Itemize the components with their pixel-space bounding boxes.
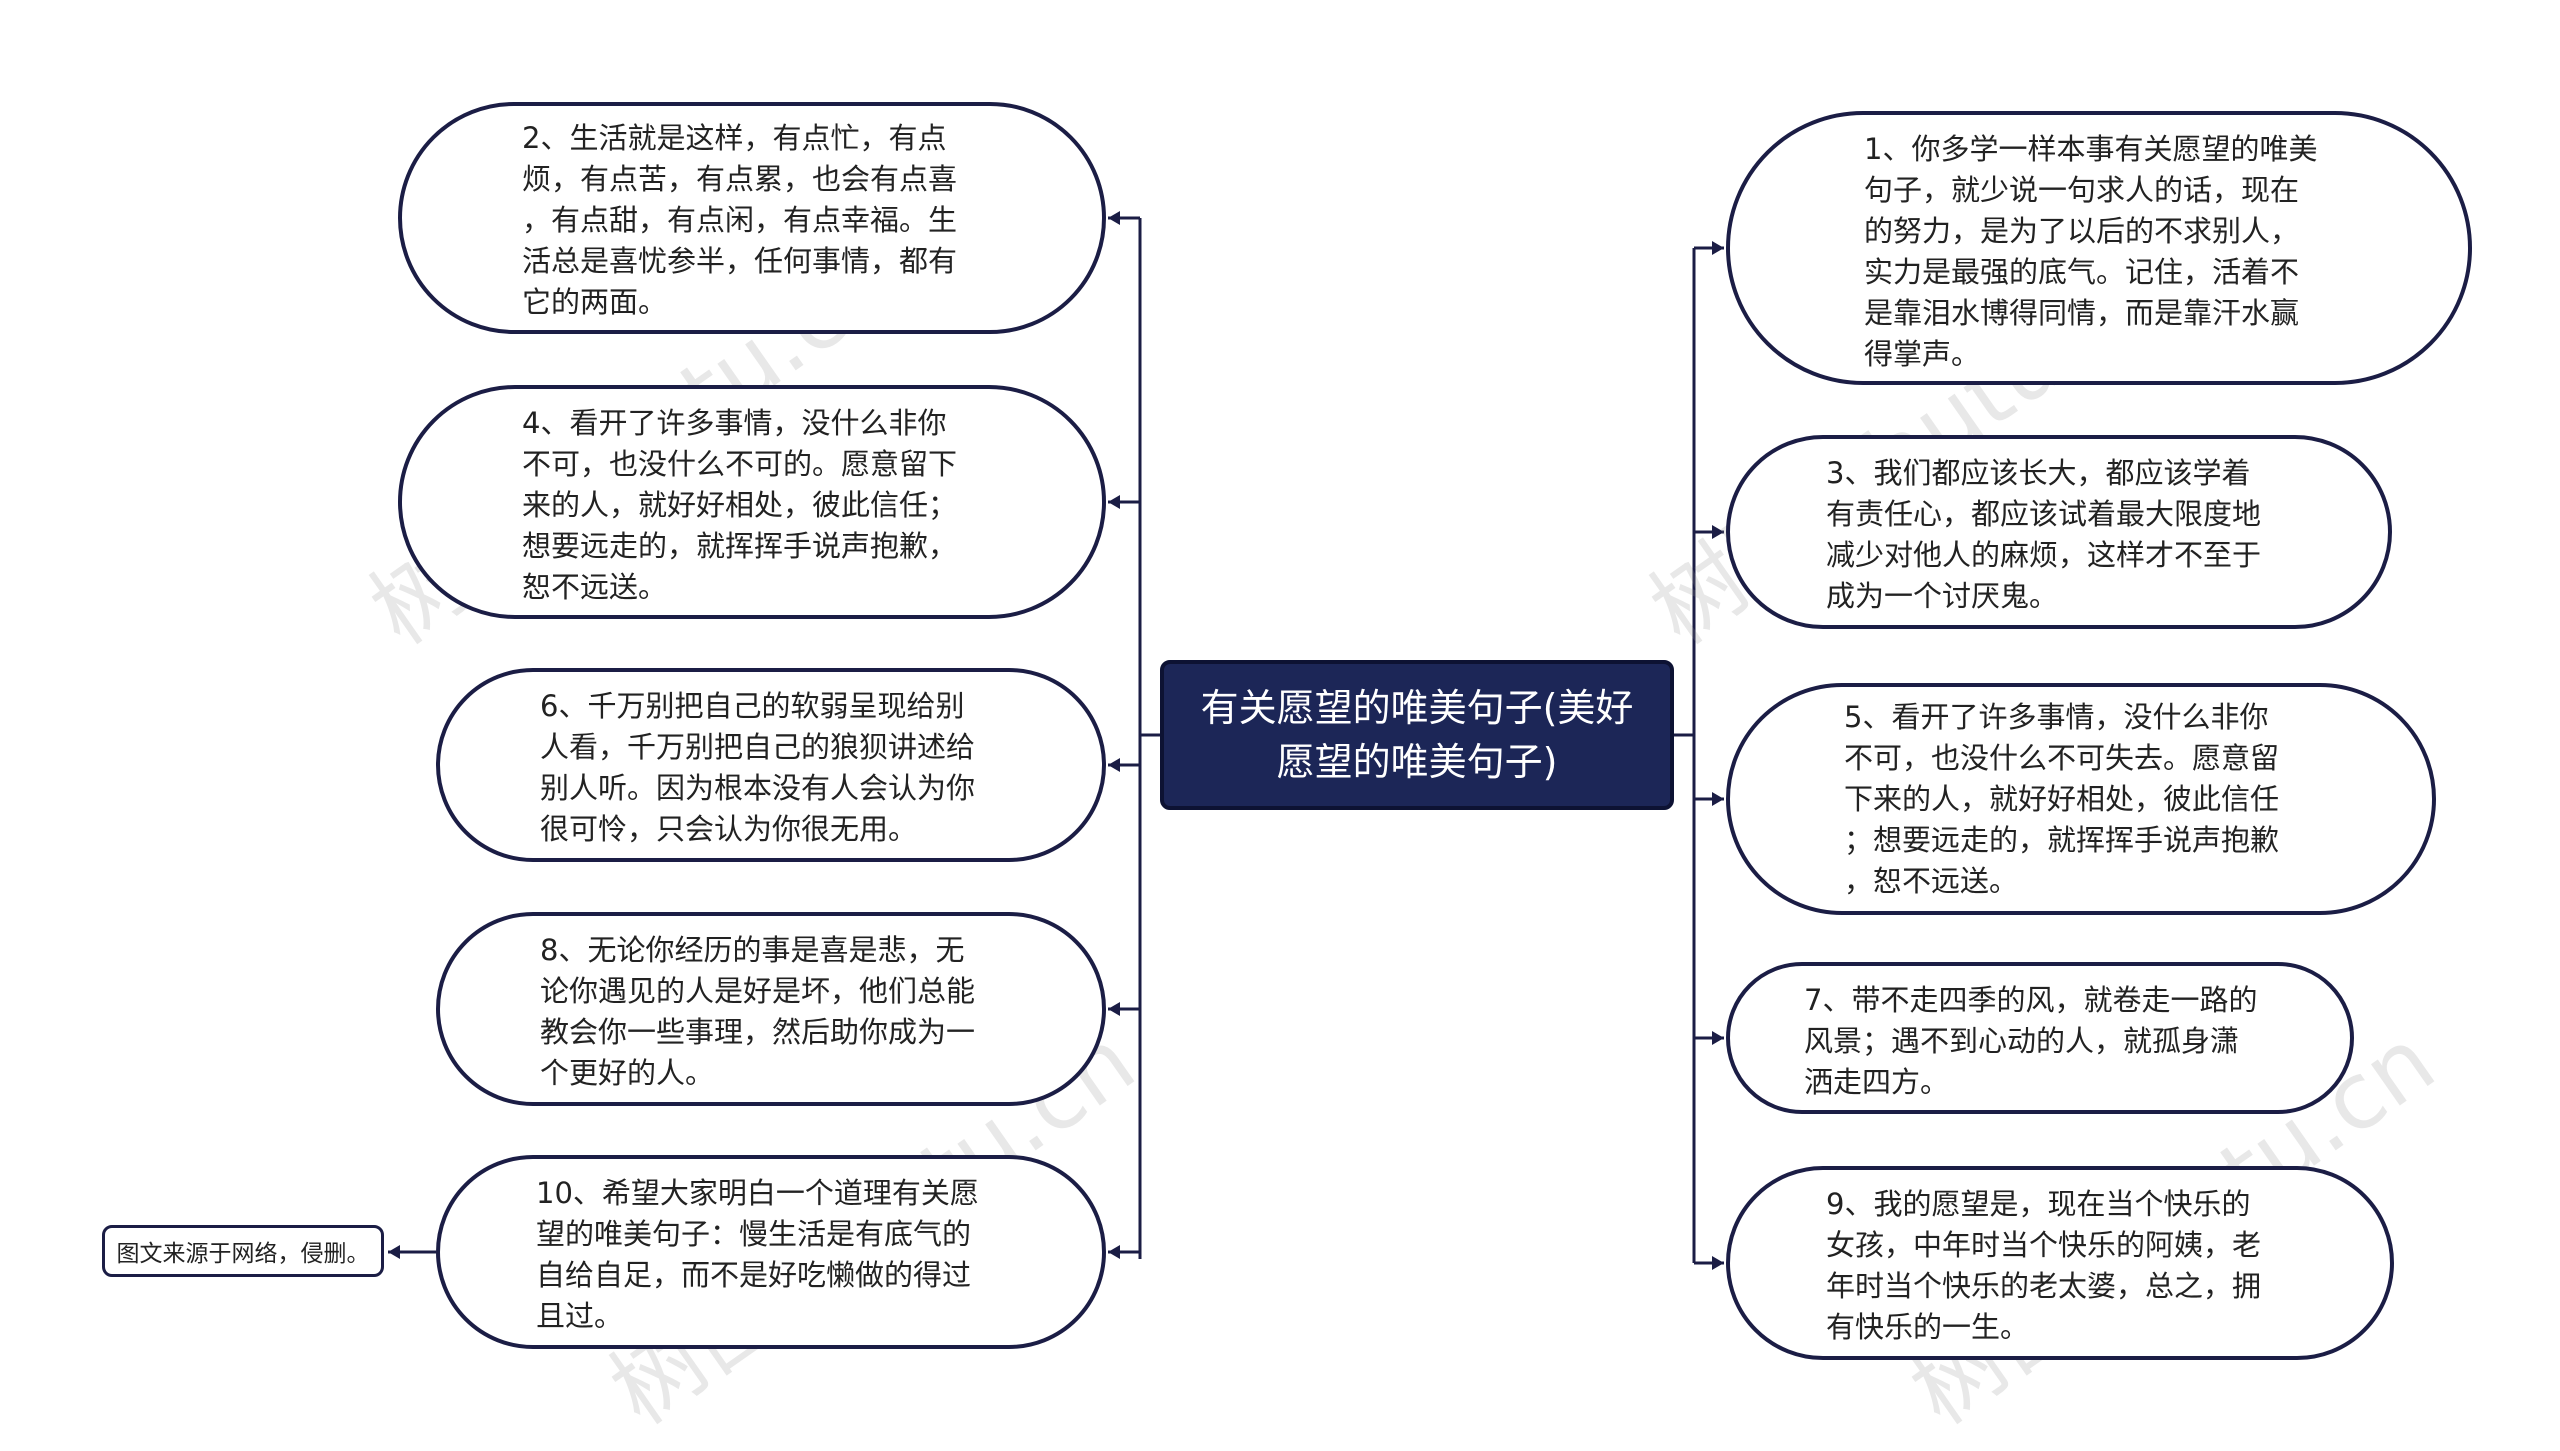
left-node-8[interactable]: 8、无论你经历的事是喜是悲，无 论你遇见的人是好是坏，他们总能 教会你一些事理，… [436,912,1106,1106]
source-note[interactable]: 图文来源于网络，侵删。 [102,1225,384,1277]
right-node-1[interactable]: 1、你多学一样本事有关愿望的唯美 句子，就少说一句求人的话，现在 的努力，是为了… [1726,111,2472,385]
right-node-7[interactable]: 7、带不走四季的风，就卷走一路的 风景；遇不到心动的人，就孤身潇 洒走四方。 [1726,962,2354,1114]
arrow-head [1108,758,1120,772]
arrow-head [1108,211,1120,225]
node-text: 3、我们都应该长大，都应该学着 有责任心，都应该试着最大限度地 减少对他人的麻烦… [1826,456,2262,613]
left-node-10[interactable]: 10、希望大家明白一个道理有关愿 望的唯美句子：慢生活是有底气的 自给自足，而不… [436,1155,1106,1349]
arrow-head [1712,1256,1724,1270]
left-node-4[interactable]: 4、看开了许多事情，没什么非你 不可，也没什么不可的。愿意留下 来的人，就好好相… [398,385,1106,619]
arrow-head [1712,241,1724,255]
node-text: 7、带不走四季的风，就卷走一路的 风景；遇不到心动的人，就孤身潇 洒走四方。 [1804,983,2258,1099]
node-text: 4、看开了许多事情，没什么非你 不可，也没什么不可的。愿意留下 来的人，就好好相… [522,406,958,604]
arrow-head [1712,525,1724,539]
left-node-6[interactable]: 6、千万别把自己的软弱呈现给别 人看，千万别把自己的狼狈讲述给 别人听。因为根本… [436,668,1106,862]
node-text: 10、希望大家明白一个道理有关愿 望的唯美句子：慢生活是有底气的 自给自足，而不… [536,1176,979,1333]
arrow-head [388,1245,400,1259]
central-topic[interactable]: 有关愿望的唯美句子(美好 愿望的唯美句子) [1160,660,1674,810]
arrow-head [1108,495,1120,509]
arrow-head [1108,1245,1120,1259]
arrow-head [1108,1002,1120,1016]
node-text: 8、无论你经历的事是喜是悲，无 论你遇见的人是好是坏，他们总能 教会你一些事理，… [540,933,976,1090]
arrow-head [1712,792,1724,806]
right-node-9[interactable]: 9、我的愿望是，现在当个快乐的 女孩，中年时当个快乐的阿姨，老 年时当个快乐的老… [1726,1166,2394,1360]
node-text: 1、你多学一样本事有关愿望的唯美 句子，就少说一句求人的话，现在 的努力，是为了… [1864,132,2318,371]
right-node-3[interactable]: 3、我们都应该长大，都应该学着 有责任心，都应该试着最大限度地 减少对他人的麻烦… [1726,435,2392,629]
node-text: 6、千万别把自己的软弱呈现给别 人看，千万别把自己的狼狈讲述给 别人听。因为根本… [540,689,976,846]
node-text: 2、生活就是这样，有点忙，有点 烦，有点苦，有点累，也会有点喜 ，有点甜，有点闲… [522,121,958,319]
arrow-head [1712,1031,1724,1045]
node-text: 5、看开了许多事情，没什么非你 不可，也没什么不可失去。愿意留 下来的人，就好好… [1844,700,2280,898]
right-node-5[interactable]: 5、看开了许多事情，没什么非你 不可，也没什么不可失去。愿意留 下来的人，就好好… [1726,683,2436,915]
node-text: 9、我的愿望是，现在当个快乐的 女孩，中年时当个快乐的阿姨，老 年时当个快乐的老… [1826,1187,2262,1344]
left-node-2[interactable]: 2、生活就是这样，有点忙，有点 烦，有点苦，有点累，也会有点喜 ，有点甜，有点闲… [398,102,1106,334]
